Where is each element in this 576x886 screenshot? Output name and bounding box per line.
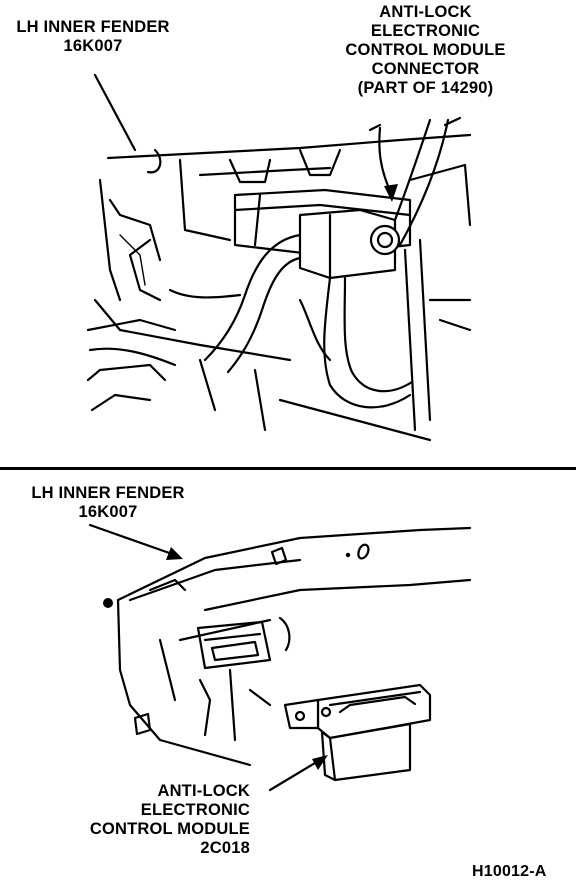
bottom-fender-label: LH INNER FENDER 16K007 <box>8 484 208 522</box>
top-connector-label-line-5: (PART OF 14290) <box>357 79 494 97</box>
top-fender-label: LH INNER FENDER 16K007 <box>8 18 178 56</box>
bottom-module-label: ANTI-LOCK ELECTRONIC CONTROL MODULE 2C01… <box>40 782 250 858</box>
bottom-module-label-line-3: CONTROL MODULE <box>89 820 250 838</box>
top-connector-label-line-1: ANTI-LOCK <box>379 3 472 21</box>
bottom-module-label-line-1: ANTI-LOCK <box>157 782 250 800</box>
bottom-fender-label-line-2: 16K007 <box>78 503 138 521</box>
bottom-module-label-line-2: ELECTRONIC <box>140 801 250 819</box>
top-connector-label-line-3: CONTROL MODULE <box>345 41 506 59</box>
bottom-illustration <box>88 523 472 792</box>
top-connector-label-line-4: CONNECTOR <box>371 60 480 78</box>
top-illustration <box>86 73 472 442</box>
top-fender-label-line-2: 16K007 <box>63 37 123 55</box>
bottom-fender-label-line-1: LH INNER FENDER <box>31 484 185 502</box>
top-fender-label-line-1: LH INNER FENDER <box>16 18 170 36</box>
top-connector-label-line-2: ELECTRONIC <box>370 22 481 40</box>
bottom-module-label-line-4: 2C018 <box>200 839 250 857</box>
figure-id: H10012-A <box>472 863 547 880</box>
view-divider <box>0 467 576 470</box>
top-connector-label: ANTI-LOCK ELECTRONIC CONTROL MODULE CONN… <box>318 3 533 98</box>
